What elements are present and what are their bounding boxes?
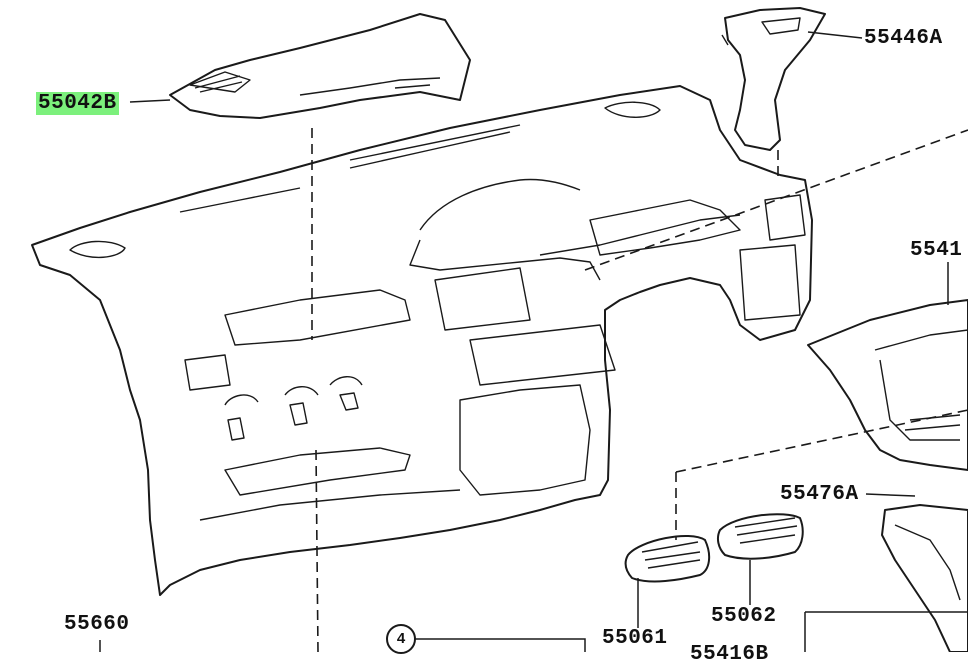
center-vent-55062	[716, 513, 804, 560]
side-vent-55061	[624, 534, 711, 583]
right-top-bracket	[721, 7, 826, 151]
center-cluster-finish-panel	[807, 299, 968, 471]
part-label-55042B[interactable]: 55042B	[36, 92, 119, 115]
diagram-drawing	[31, 7, 968, 652]
parts-diagram: 55042B 55446A 5541 55476A 55062 55061 55…	[31, 7, 968, 665]
part-label-55476A[interactable]: 55476A	[780, 483, 859, 506]
assembly-dashed-lines	[311, 128, 968, 652]
part-label-55061[interactable]: 55061	[602, 627, 668, 650]
instrument-panel	[31, 85, 813, 596]
part-label-55416B[interactable]: 55416B	[690, 643, 769, 666]
leader-lines	[99, 31, 968, 652]
part-label-5541[interactable]: 5541	[910, 239, 963, 262]
part-label-55660[interactable]: 55660	[64, 613, 130, 636]
part-label-55062[interactable]: 55062	[711, 605, 777, 628]
part-label-55446A[interactable]: 55446A	[864, 27, 943, 50]
top-cover-panel	[169, 13, 471, 119]
lower-console-panel	[881, 504, 968, 652]
callout-number-badge[interactable]: 4	[386, 624, 416, 654]
